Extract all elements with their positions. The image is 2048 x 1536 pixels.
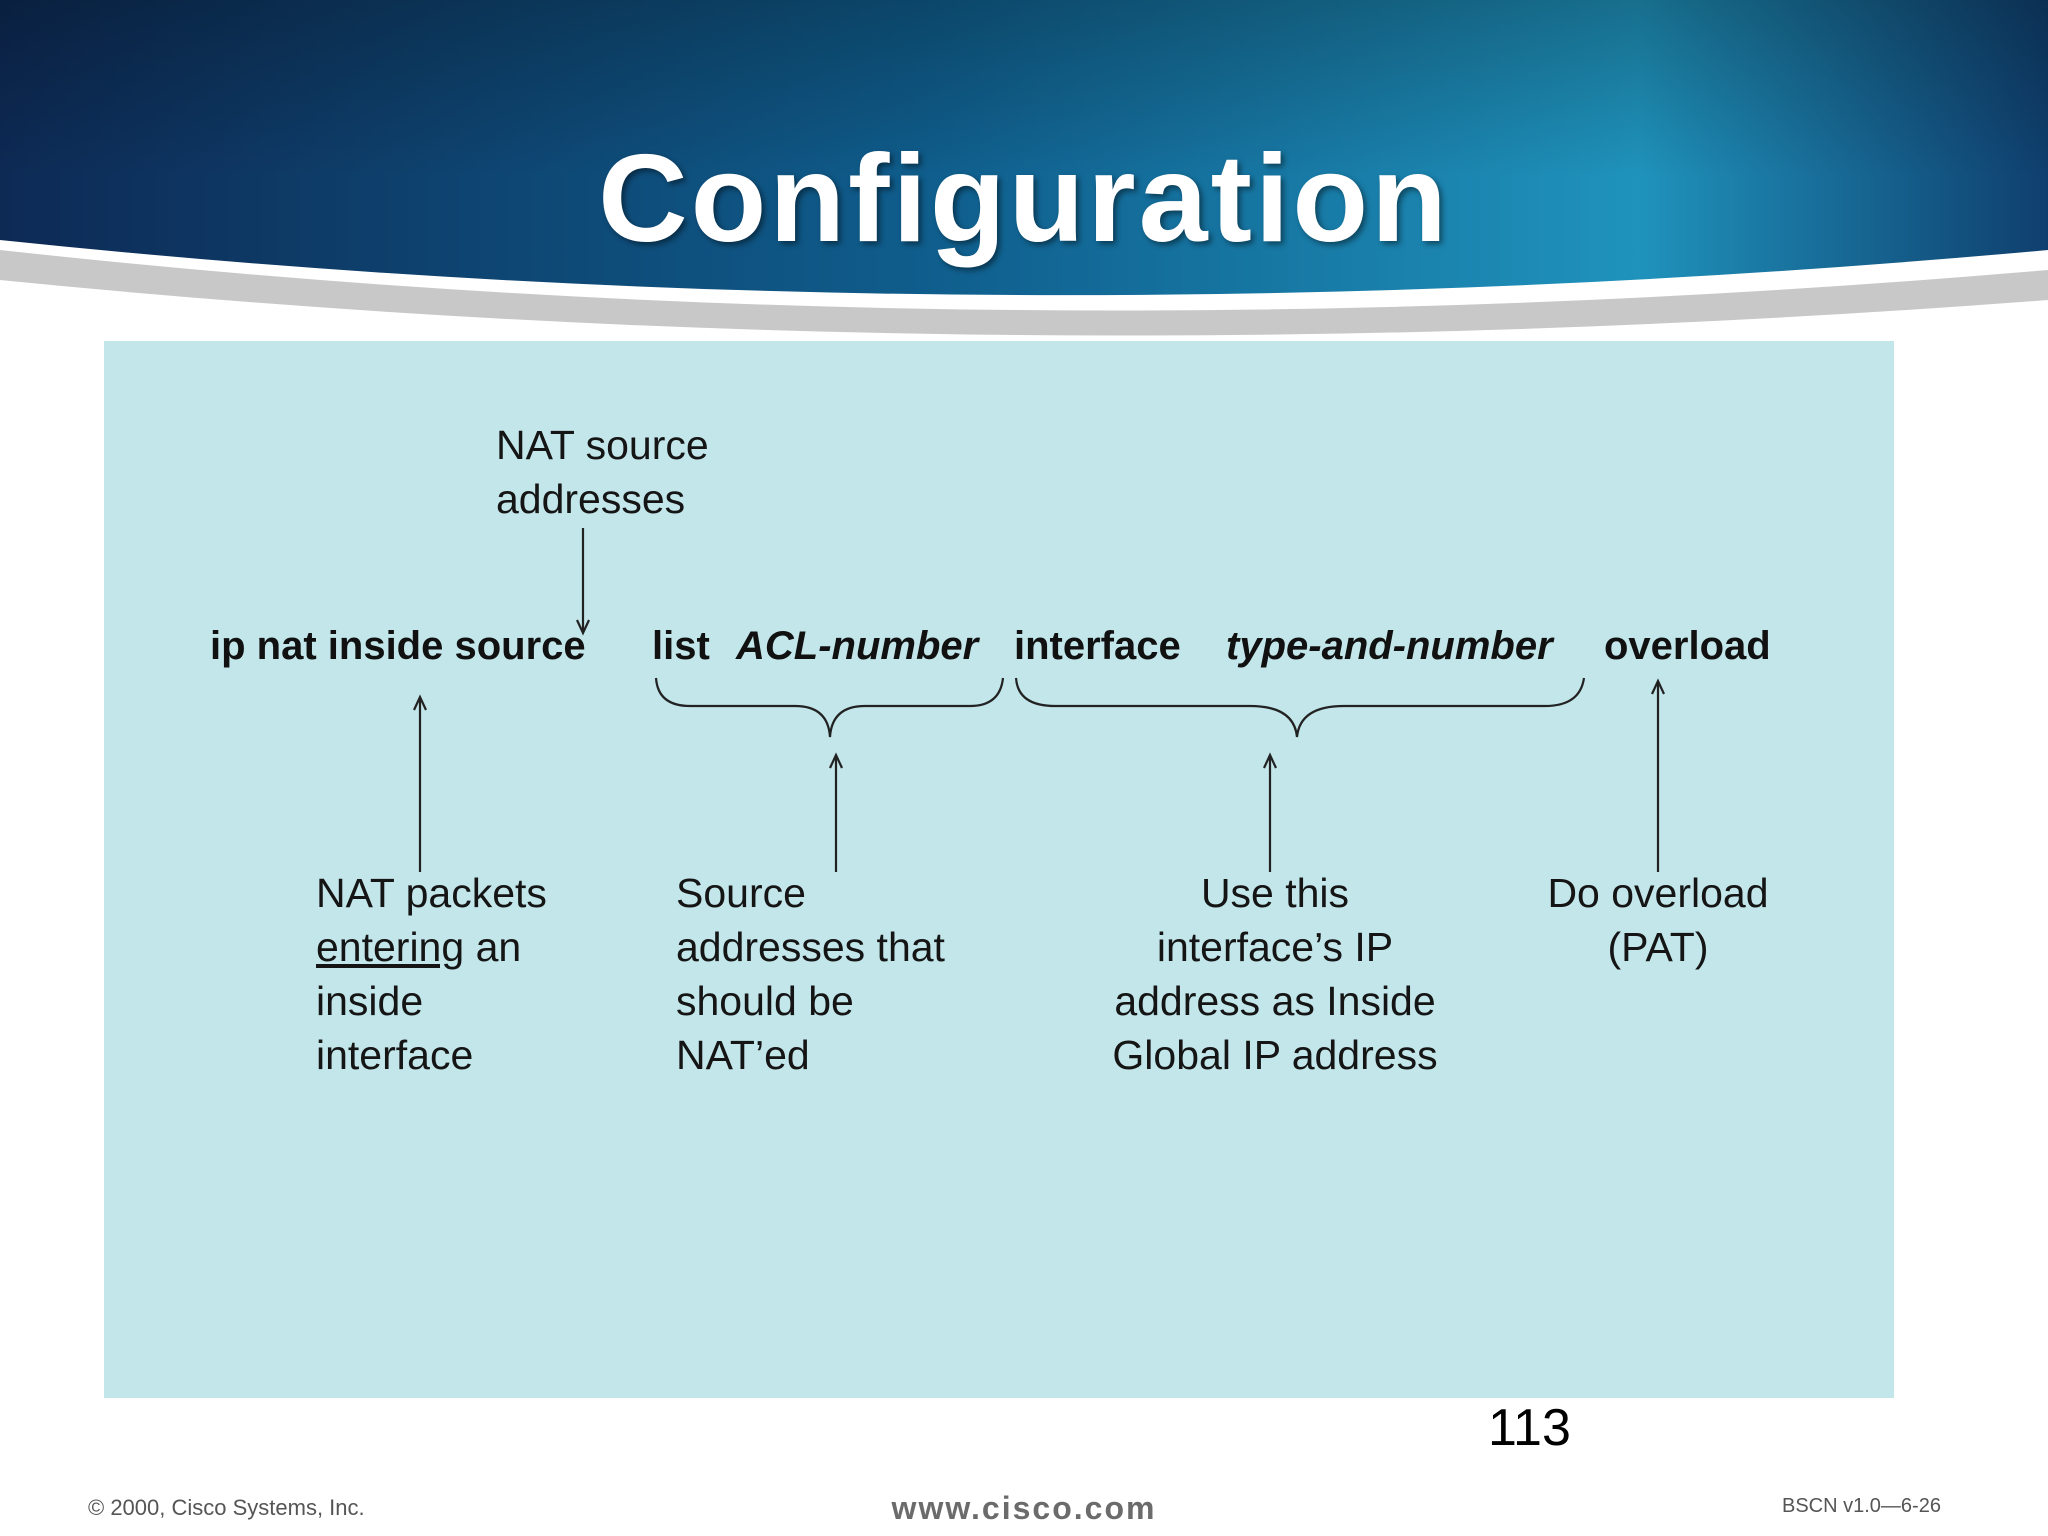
- arrowhead-overload: [1651, 678, 1665, 695]
- note-nat-packets: NAT packets entering an inside interface: [316, 870, 547, 1078]
- cmd-type-and-number: type-and-number: [1226, 624, 1553, 668]
- cmd-overload: overload: [1604, 624, 1771, 668]
- note-source-addresses: Source addresses that should be NAT’ed: [676, 870, 945, 1078]
- footer-copyright: © 2000, Cisco Systems, Inc.: [88, 1495, 365, 1520]
- cmd-list: list: [652, 624, 710, 668]
- arrowhead-source-addresses: [829, 752, 843, 769]
- diagram-panel: [104, 341, 1894, 1398]
- brace-interface: [1014, 677, 1586, 738]
- note-use-interface: Use this interface’s IP address as Insid…: [1112, 870, 1438, 1078]
- brace-list-acl: [654, 677, 1005, 738]
- footer-course-code: BSCN v1.0—6-26: [1782, 1495, 1941, 1517]
- arrowhead-nat-source: [576, 619, 590, 636]
- note-nat-source-addresses: NAT source addresses: [496, 422, 709, 522]
- cmd-ip-nat-inside-source: ip nat inside source: [210, 624, 586, 668]
- arrowhead-use-interface: [1263, 752, 1277, 769]
- header-shadow-curve: [0, 250, 2048, 336]
- cmd-interface: interface: [1014, 624, 1181, 668]
- cmd-acl-number: ACL-number: [736, 624, 979, 668]
- footer-website: www.cisco.com: [891, 1490, 1157, 1526]
- header-band: [0, 0, 2048, 336]
- note-do-overload: Do overload (PAT): [1547, 870, 1769, 970]
- slide-title: Configuration: [598, 130, 1450, 268]
- page-number: 113: [1488, 1399, 1571, 1457]
- arrowhead-nat-packets: [413, 694, 427, 711]
